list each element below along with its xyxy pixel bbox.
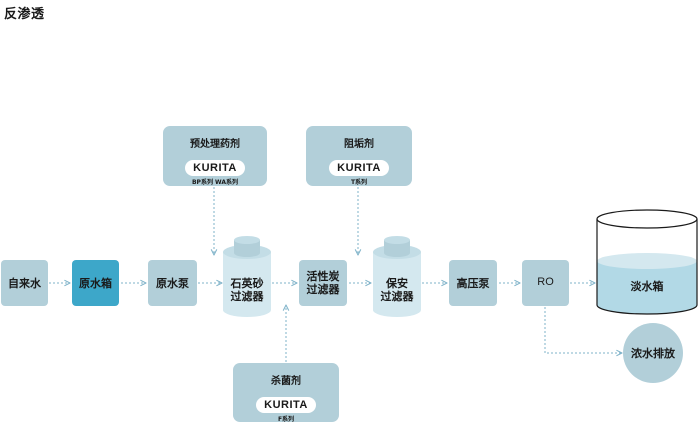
biocide-chemical-name: 杀菌剂 xyxy=(271,376,301,387)
security-filter-label: 保安 过滤器 xyxy=(373,277,421,303)
sand-filter-vessel xyxy=(223,236,271,317)
sand-filter-label-line1: 石英砂 xyxy=(230,277,264,290)
concentrate-circle xyxy=(623,323,683,383)
carbon-filter-label: 活性炭 过滤器 xyxy=(307,270,340,296)
antiscalant-chemical-name: 阻垢剂 xyxy=(344,139,374,150)
biocide-series: F系列 xyxy=(277,416,295,423)
pretreatment-series: BP系列 WA系列 xyxy=(191,179,239,186)
sand-filter-label-line2: 过滤器 xyxy=(230,290,264,303)
security-filter-label-line1: 保安 xyxy=(386,277,408,290)
ro-label: RO xyxy=(537,276,554,288)
high-pressure-pump-box: 高压泵 xyxy=(449,260,497,306)
biocide-chemical-box: 杀菌剂 KURITA F系列 xyxy=(233,363,339,423)
security-filter-vessel xyxy=(373,236,421,317)
pretreatment-brand-pill: KURITA xyxy=(185,160,245,176)
raw-water-pump-label: 原水泵 xyxy=(156,276,189,290)
fresh-water-tank-label: 淡水箱 xyxy=(630,280,664,293)
ro-box: RO xyxy=(522,260,569,306)
carbon-filter-label-line1: 活性炭 xyxy=(306,270,340,283)
antiscalant-brand-pill: KURITA xyxy=(329,160,389,176)
tap-water-box: 自来水 xyxy=(1,260,48,306)
carbon-filter-box: 活性炭 过滤器 xyxy=(299,260,347,306)
security-filter-label-line2: 过滤器 xyxy=(380,290,414,303)
raw-water-tank-label: 原水箱 xyxy=(79,276,112,290)
antiscalant-series: T系列 xyxy=(350,179,368,186)
antiscalant-chemical-box: 阻垢剂 KURITA T系列 xyxy=(306,126,412,186)
concentrate-discharge-label: 浓水排放 xyxy=(631,347,675,360)
sand-filter-label: 石英砂 过滤器 xyxy=(223,277,271,303)
raw-water-pump-box: 原水泵 xyxy=(148,260,197,306)
tap-water-label: 自来水 xyxy=(8,276,41,290)
page-title: 反渗透 xyxy=(4,7,45,22)
raw-water-tank-box: 原水箱 xyxy=(72,260,119,306)
arrow-ro-to-concentrate xyxy=(544,307,622,353)
pretreatment-chemical-name: 预处理药剂 xyxy=(190,139,240,150)
high-pressure-pump-label: 高压泵 xyxy=(456,276,490,290)
biocide-brand-pill: KURITA xyxy=(256,397,316,413)
carbon-filter-label-line2: 过滤器 xyxy=(306,283,340,296)
pretreatment-chemical-box: 预处理药剂 KURITA BP系列 WA系列 xyxy=(163,126,267,186)
fresh-water-tank xyxy=(596,209,698,315)
